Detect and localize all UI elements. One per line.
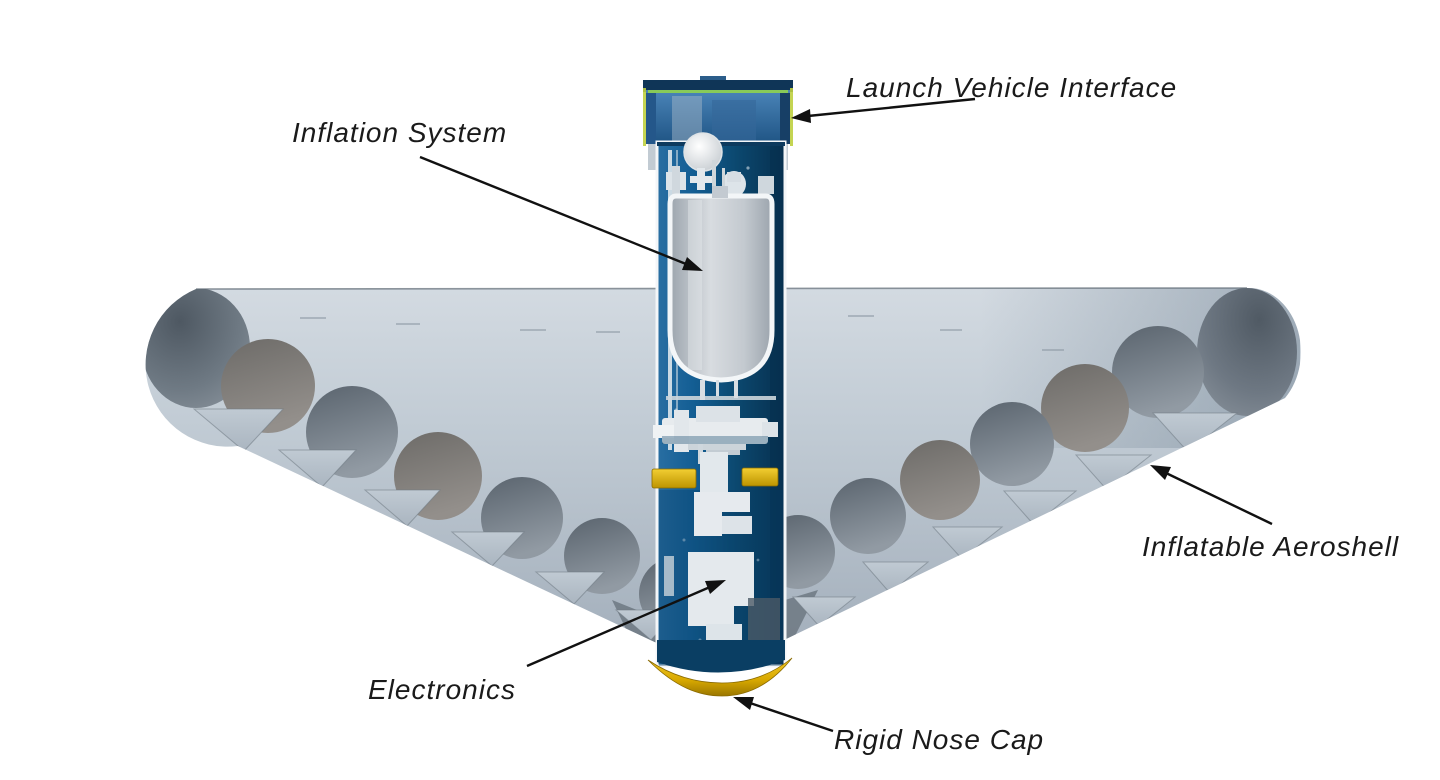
arrow-head xyxy=(705,580,726,594)
annotation-rigid-nose-cap: Rigid Nose Cap xyxy=(733,697,1044,755)
cylinder-bottom xyxy=(657,640,785,673)
arrow-head xyxy=(791,109,811,123)
label-electronics: Electronics xyxy=(368,674,516,705)
inflation-tank xyxy=(667,186,775,383)
label-launch-vehicle-interface: Launch Vehicle Interface xyxy=(846,72,1177,103)
attachment-fitting-right xyxy=(741,467,779,487)
annotation-inflatable-aeroshell: Inflatable Aeroshell xyxy=(1142,465,1399,562)
label-inflation-system: Inflation System xyxy=(292,117,507,148)
attachment-fitting-left xyxy=(651,468,697,489)
arrow-head xyxy=(733,697,754,710)
label-inflatable-aeroshell: Inflatable Aeroshell xyxy=(1142,531,1399,562)
central-column xyxy=(643,76,793,697)
annotation-inflation-system: Inflation System xyxy=(292,117,703,271)
annotations: Launch Vehicle Interface Inflation Syste… xyxy=(292,72,1399,755)
annotation-launch-vehicle-interface: Launch Vehicle Interface xyxy=(791,72,1177,123)
plumbing-fittings xyxy=(666,160,774,197)
arrow-line xyxy=(1165,471,1273,526)
label-rigid-nose-cap: Rigid Nose Cap xyxy=(834,724,1044,755)
arrow-line xyxy=(807,97,976,118)
nose-cap xyxy=(647,657,793,697)
interface-green-seam xyxy=(648,90,788,93)
arrow-line xyxy=(419,155,687,266)
arrow-head xyxy=(682,257,703,271)
arrow-line xyxy=(526,585,711,668)
annotation-electronics: Electronics xyxy=(368,580,726,705)
arrow-line xyxy=(749,701,834,733)
arrow-head xyxy=(1150,465,1171,480)
pressure-sphere xyxy=(683,132,723,172)
